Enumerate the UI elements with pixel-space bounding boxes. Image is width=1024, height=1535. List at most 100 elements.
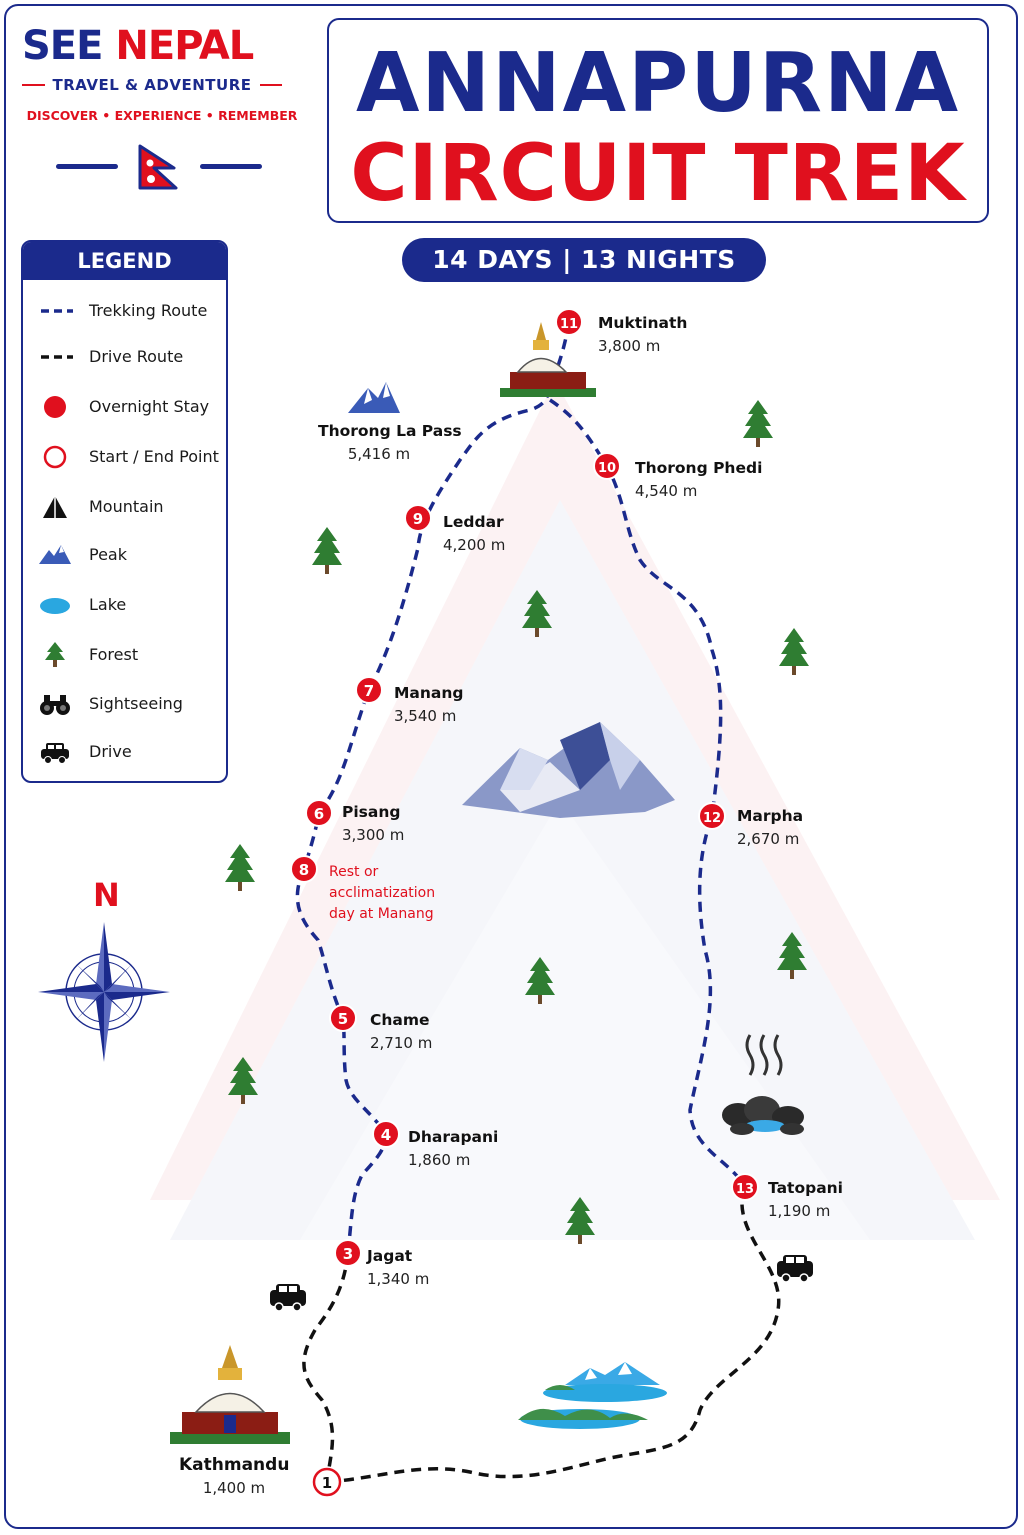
place-name: Dharapani <box>408 1128 499 1146</box>
thorong-la-peak-icon <box>348 382 400 413</box>
stop-circle <box>312 1467 342 1497</box>
note-line: day at Manang <box>329 906 434 922</box>
place-elevation: 1,400 m <box>202 1479 266 1497</box>
legend-label: Drive <box>89 742 132 761</box>
stop-marker-11: 11 <box>555 308 583 336</box>
place-elevation: 5,416 m <box>347 445 411 463</box>
place-name: Jagat <box>367 1247 413 1265</box>
stop-marker-3: 3 <box>334 1239 362 1267</box>
stop-circle <box>404 504 432 532</box>
trekking-route <box>295 321 747 1254</box>
tree-icon <box>228 1057 258 1104</box>
poster-frame <box>4 4 1018 1529</box>
tree-icon <box>225 844 255 891</box>
legend-label: Peak <box>89 545 127 564</box>
legend-label: Overnight Stay <box>89 397 210 416</box>
title-line-1: ANNAPURNA <box>355 36 961 131</box>
place-elevation: 2,670 m <box>737 830 800 848</box>
tree-icon <box>565 1197 595 1244</box>
place-name: Leddar <box>443 513 504 531</box>
place-chame: Chame 2,710 m <box>370 1009 432 1055</box>
legend-item-peak: Peak <box>23 540 228 570</box>
title-line-2: CIRCUIT TREK <box>350 129 966 219</box>
place-elevation: 4,540 m <box>635 482 698 500</box>
place-name: Thorong Phedi <box>635 459 763 477</box>
stop-circle <box>731 1173 759 1201</box>
tagline-dash-right <box>259 84 282 86</box>
legend-item-drive: Drive <box>23 737 228 767</box>
drive-route-end <box>326 1186 781 1484</box>
place-elevation: 1,190 m <box>768 1202 831 1220</box>
legend-panel: LEGEND Trekking Route Drive Route Overni… <box>21 240 228 783</box>
legend-item-drive-route: Drive Route <box>23 342 228 372</box>
stop-marker-10: 10 <box>593 452 621 480</box>
tree-icon <box>777 932 807 979</box>
stop-circle <box>329 1004 357 1032</box>
overnight-stay-dot-icon <box>44 396 66 418</box>
place-elevation: 3,540 m <box>394 707 457 725</box>
place-dharapani: Dharapani 1,860 m <box>408 1126 498 1172</box>
stop-circle <box>555 308 583 336</box>
start-end-ring-icon <box>43 445 67 469</box>
stop-number: 8 <box>299 861 309 879</box>
kathmandu-stupa-icon <box>170 1345 290 1444</box>
flag-row <box>56 142 266 192</box>
place-tatopani: Tatopani 1,190 m <box>768 1177 843 1223</box>
place-thorong-phedi: Thorong Phedi 4,540 m <box>635 457 762 503</box>
brand-nepal: NEPAL <box>115 23 254 69</box>
forest-trees <box>225 400 809 1244</box>
stop-number: 6 <box>314 805 324 823</box>
tree-icon <box>45 642 65 667</box>
central-mountain-icon <box>462 722 675 818</box>
stop-number: 1 <box>322 1474 332 1492</box>
tree-icon <box>743 400 773 447</box>
place-manang: Manang 3,540 m <box>394 682 464 728</box>
legend-label: Sightseeing <box>89 694 183 713</box>
car-icon-left <box>270 1284 306 1312</box>
stop-number: 7 <box>364 682 374 700</box>
stop-marker-5: 5 <box>329 1004 357 1032</box>
legend-item-start-end: Start / End Point <box>23 442 228 472</box>
nepal-flag-icon <box>138 144 178 190</box>
stop-number: 3 <box>343 1245 353 1263</box>
place-elevation: 2,710 m <box>370 1034 433 1052</box>
stop-circle <box>698 802 726 830</box>
stop-number: 5 <box>338 1010 348 1028</box>
place-kathmandu: Kathmandu 1,400 m <box>179 1454 289 1500</box>
place-name: Tatopani <box>768 1179 843 1197</box>
stop-number: 4 <box>381 1126 391 1144</box>
legend-heading: LEGEND <box>23 242 226 280</box>
place-name: Kathmandu <box>179 1455 290 1475</box>
tree-icon <box>525 957 555 1004</box>
place-name: Thorong La Pass <box>318 422 462 440</box>
place-name: Muktinath <box>598 314 688 332</box>
stop-marker-1: 1 <box>312 1467 342 1497</box>
acclimatization-note: Rest or acclimatization day at Manang <box>329 862 435 925</box>
stop-number: 11 <box>560 317 578 332</box>
legend-item-lake: Lake <box>23 590 228 620</box>
note-line: acclimatization <box>329 885 436 901</box>
place-elevation: 1,860 m <box>408 1151 471 1169</box>
brand-logo: SEE NEPAL TRAVEL & ADVENTURE DISCOVER • … <box>22 22 302 123</box>
stop-marker-13: 13 <box>731 1173 759 1201</box>
stop-circle <box>305 799 333 827</box>
legend-label: Mountain <box>89 497 164 516</box>
place-name: Pisang <box>342 803 401 821</box>
place-muktinath: Muktinath 3,800 m <box>598 312 687 358</box>
note-line: Rest or <box>329 864 379 880</box>
stop-circle <box>593 452 621 480</box>
place-marpha: Marpha 2,670 m <box>737 805 803 851</box>
legend-label: Lake <box>89 595 127 614</box>
place-leddar: Leddar 4,200 m <box>443 511 505 557</box>
lake-icon <box>40 598 70 614</box>
legend-item-trekking-route: Trekking Route <box>23 296 228 326</box>
legend-item-mountain: Mountain <box>23 492 228 522</box>
place-elevation: 3,800 m <box>598 337 661 355</box>
peak-icon <box>39 545 71 564</box>
legend-label: Start / End Point <box>89 447 219 466</box>
binoculars-icon <box>40 695 70 715</box>
legend-item-forest: Forest <box>23 640 228 670</box>
stop-number: 10 <box>598 461 616 476</box>
